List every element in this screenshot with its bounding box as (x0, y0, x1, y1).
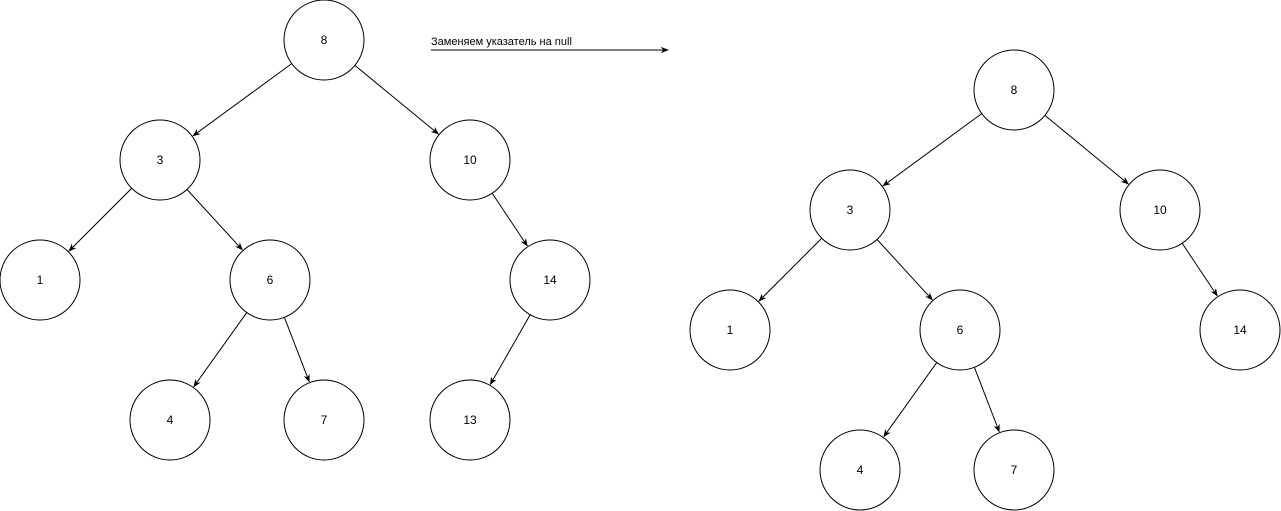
before-node-label: 13 (463, 413, 477, 427)
after-edge-3-6 (876, 239, 933, 301)
after-node-label: 1 (727, 323, 734, 337)
before-node-circle (229, 239, 311, 321)
after-node-label: 14 (1233, 323, 1247, 337)
before-edge-8-10 (354, 65, 439, 135)
before-node-circle (119, 119, 201, 201)
after-node-6: 6 (919, 289, 1001, 371)
before-edge-6-7 (283, 317, 310, 383)
before-node-4: 4 (129, 379, 211, 461)
before-node-circle (283, 0, 365, 81)
after-node-circle (1119, 169, 1201, 251)
after-node-circle (919, 289, 1001, 371)
before-node-label: 1 (37, 273, 44, 287)
before-node-circle (283, 379, 365, 461)
before-node-3: 3 (119, 119, 201, 201)
before-node-label: 8 (321, 33, 328, 47)
transition-caption: Заменяем указатель на null (431, 36, 572, 48)
after-node-1: 1 (689, 289, 771, 371)
before-node-label: 14 (543, 273, 557, 287)
after-node-7: 7 (973, 429, 1055, 511)
before-node-label: 7 (321, 413, 328, 427)
tree-before: 8 3 10 1 6 14 4 7 13 (0, 0, 591, 461)
before-node-label: 6 (267, 273, 274, 287)
after-edge-10-14 (1181, 243, 1218, 297)
before-node-circle (0, 239, 81, 321)
before-edge-6-4 (193, 312, 248, 388)
after-edge-6-4 (883, 362, 938, 438)
after-node-circle (973, 429, 1055, 511)
after-node-label: 6 (957, 323, 964, 337)
after-node-label: 10 (1153, 203, 1167, 217)
after-edge-8-3 (882, 113, 983, 187)
after-edge-6-7 (973, 367, 1000, 433)
before-node-13: 13 (429, 379, 511, 461)
before-node-label: 3 (157, 153, 164, 167)
before-node-6: 6 (229, 239, 311, 321)
after-node-14: 14 (1199, 289, 1281, 371)
before-edge-3-1 (68, 187, 133, 252)
before-node-circle (129, 379, 211, 461)
after-node-circle (689, 289, 771, 371)
after-node-8: 8 (973, 49, 1055, 131)
after-node-circle (809, 169, 891, 251)
before-node-7: 7 (283, 379, 365, 461)
after-node-4: 4 (819, 429, 901, 511)
after-node-circle (1199, 289, 1281, 371)
before-edge-14-13 (489, 314, 531, 386)
before-node-label: 10 (463, 153, 477, 167)
after-node-10: 10 (1119, 169, 1201, 251)
after-node-label: 4 (857, 463, 864, 477)
before-node-8: 8 (283, 0, 365, 81)
before-node-circle (429, 119, 511, 201)
after-edge-8-10 (1044, 115, 1129, 185)
before-node-circle (429, 379, 511, 461)
before-node-circle (509, 239, 591, 321)
before-node-1: 1 (0, 239, 81, 321)
tree-after: 8 3 10 1 6 14 4 7 (689, 49, 1281, 511)
after-node-circle (973, 49, 1055, 131)
before-edge-10-14 (491, 193, 528, 247)
after-node-label: 8 (1011, 83, 1018, 97)
before-edge-8-3 (192, 63, 293, 137)
after-node-label: 3 (847, 203, 854, 217)
after-node-circle (819, 429, 901, 511)
before-node-label: 4 (167, 413, 174, 427)
before-node-10: 10 (429, 119, 511, 201)
after-node-3: 3 (809, 169, 891, 251)
after-node-label: 7 (1011, 463, 1018, 477)
before-edge-3-6 (186, 189, 243, 251)
before-node-14: 14 (509, 239, 591, 321)
after-edge-3-1 (758, 237, 823, 302)
